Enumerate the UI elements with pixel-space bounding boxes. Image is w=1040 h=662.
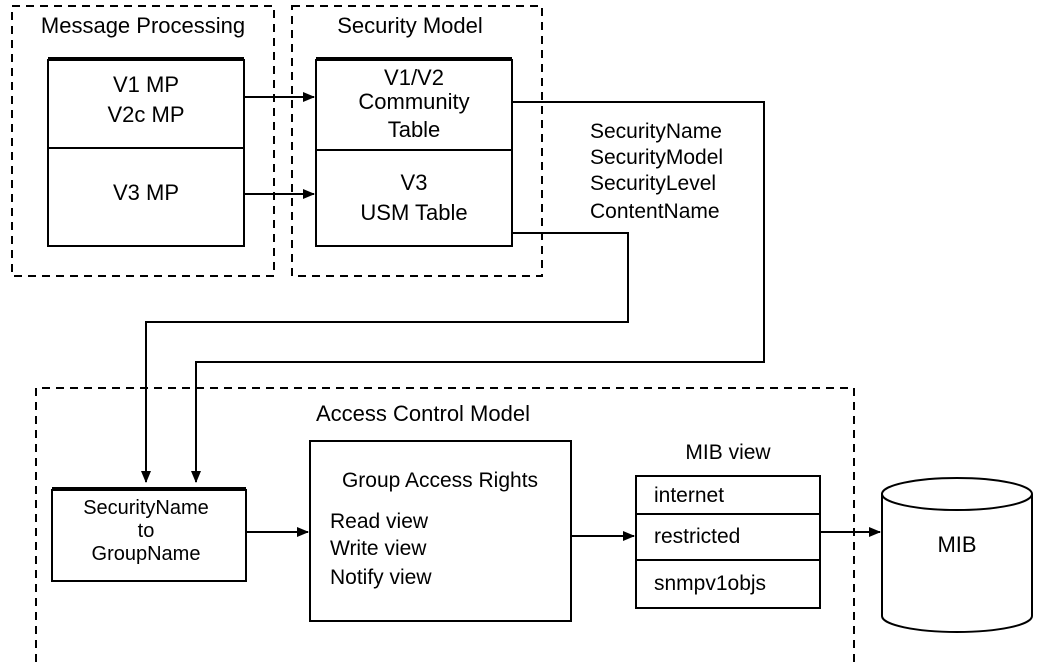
connector-community-to-mapping bbox=[191, 101, 765, 483]
connector-usm-to-mapping bbox=[141, 232, 629, 483]
mib-database-icon: MIB bbox=[881, 477, 1033, 633]
v3-mp-label: V3 MP bbox=[113, 180, 179, 205]
access-control-group: Access Control Model SecurityName to Gro… bbox=[35, 387, 855, 662]
mib-view-title: MIB view bbox=[685, 441, 771, 464]
param-security-model: SecurityModel bbox=[590, 146, 723, 169]
mapping-line2: to bbox=[138, 520, 155, 542]
mapping-line3: GroupName bbox=[92, 543, 201, 565]
param-content-name: ContentName bbox=[590, 200, 720, 223]
message-processing-group: Message Processing V1 MP V2c MP V3 MP bbox=[11, 5, 275, 277]
community-table-line3: Table bbox=[388, 117, 441, 142]
security-model-title: Security Model bbox=[337, 13, 483, 38]
mib-view-internet: internet bbox=[654, 484, 724, 507]
group-access-title: Group Access Rights bbox=[342, 469, 538, 492]
message-processing-border bbox=[11, 5, 275, 277]
usm-table-line1: V3 bbox=[401, 170, 428, 195]
v1-mp-label: V1 MP bbox=[113, 72, 179, 97]
security-params: SecurityName SecurityModel SecurityLevel… bbox=[590, 120, 723, 223]
mp-box: V1 MP V2c MP V3 MP bbox=[47, 57, 245, 247]
write-view-label: Write view bbox=[330, 537, 427, 560]
mib-label: MIB bbox=[937, 532, 976, 557]
usm-table-line2: USM Table bbox=[360, 200, 467, 225]
group-access-rights-box: Group Access Rights Read view Write view… bbox=[309, 440, 572, 622]
mib-view-snmpv1objs: snmpv1objs bbox=[654, 572, 766, 595]
read-view-label: Read view bbox=[330, 510, 429, 533]
community-table-line2: Community bbox=[358, 89, 469, 114]
param-security-name: SecurityName bbox=[590, 120, 722, 143]
security-model-group: Security Model V1/V2 Community Table V3 … bbox=[291, 5, 543, 277]
v2c-mp-label: V2c MP bbox=[107, 102, 184, 127]
notify-view-label: Notify view bbox=[330, 566, 432, 589]
param-security-level: SecurityLevel bbox=[590, 172, 716, 195]
access-control-title: Access Control Model bbox=[316, 401, 530, 426]
security-model-border bbox=[291, 5, 543, 277]
mib-view-restricted: restricted bbox=[654, 525, 740, 548]
community-table-line1: V1/V2 bbox=[384, 65, 444, 90]
mapping-line1: SecurityName bbox=[83, 497, 209, 519]
mib-view-table: internet restricted snmpv1objs bbox=[635, 475, 821, 609]
security-model-box: V1/V2 Community Table V3 USM Table bbox=[315, 57, 513, 247]
message-processing-title: Message Processing bbox=[41, 13, 245, 38]
security-to-group-box: SecurityName to GroupName bbox=[51, 487, 247, 582]
